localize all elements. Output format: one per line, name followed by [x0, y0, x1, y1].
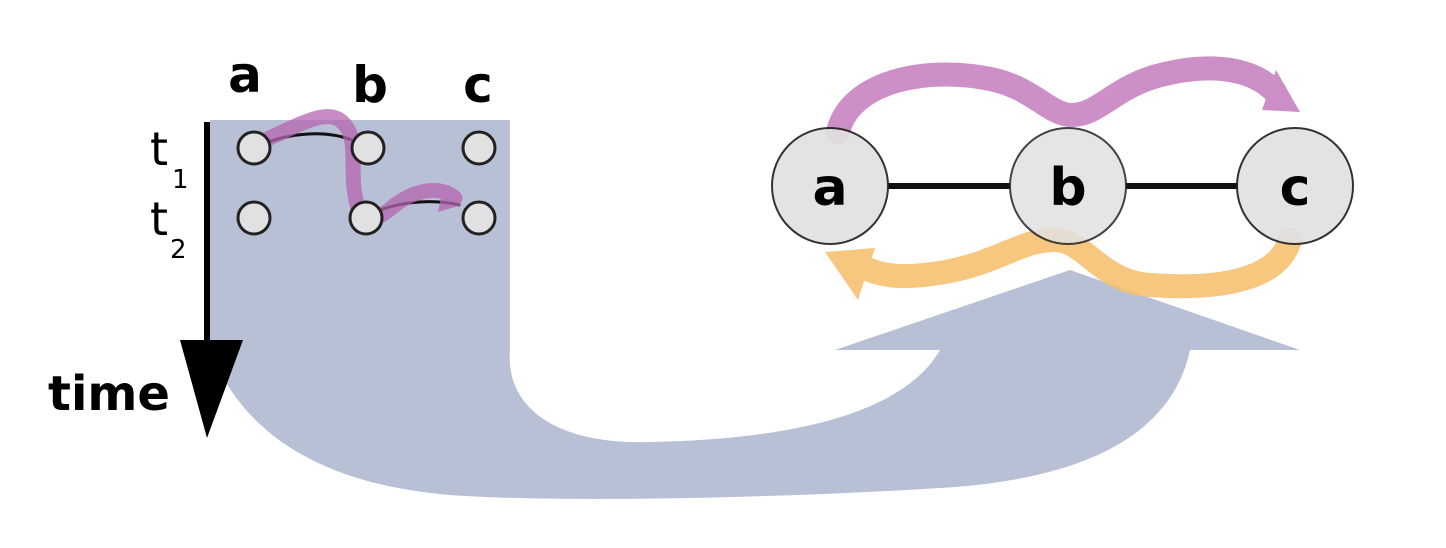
row-labels: t 1 t 2 [150, 122, 189, 265]
node-b-t2 [348, 200, 384, 236]
time-axis-label: time [48, 366, 170, 422]
graph-path-a-to-c [826, 56, 1300, 144]
time-axis-arrowhead [180, 340, 243, 438]
node-a-t2 [236, 200, 272, 236]
column-label-a: a [228, 46, 262, 104]
row-label-t1: t [150, 122, 168, 176]
panel-path-arrowhead [438, 184, 462, 212]
node-c-t2 [461, 200, 497, 236]
node-b-t1 [350, 130, 386, 166]
column-label-c: c [463, 56, 493, 114]
svg-text:c: c [1280, 158, 1311, 218]
graph-node-a: a [771, 127, 889, 245]
graph-node-b: b [1009, 127, 1127, 245]
orange-arrowhead [825, 248, 875, 300]
purple-arrowhead [1262, 70, 1300, 112]
row-label-t2: t [150, 192, 168, 246]
row-label-t1-sub: 1 [172, 165, 189, 195]
node-a-t1 [236, 130, 272, 166]
flow-arrow [210, 270, 1300, 499]
column-headers: a b c [228, 46, 493, 114]
row-label-t2-sub: 2 [170, 235, 187, 265]
svg-text:a: a [812, 158, 847, 218]
panel-nodes [236, 130, 497, 236]
svg-text:b: b [1049, 158, 1086, 218]
node-c-t1 [461, 130, 497, 166]
graph-node-c: c [1236, 127, 1354, 245]
graph-nodes: a b c [771, 127, 1354, 245]
time-axis: time [48, 122, 243, 438]
column-label-b: b [352, 56, 388, 114]
panel-time-path [257, 109, 463, 227]
